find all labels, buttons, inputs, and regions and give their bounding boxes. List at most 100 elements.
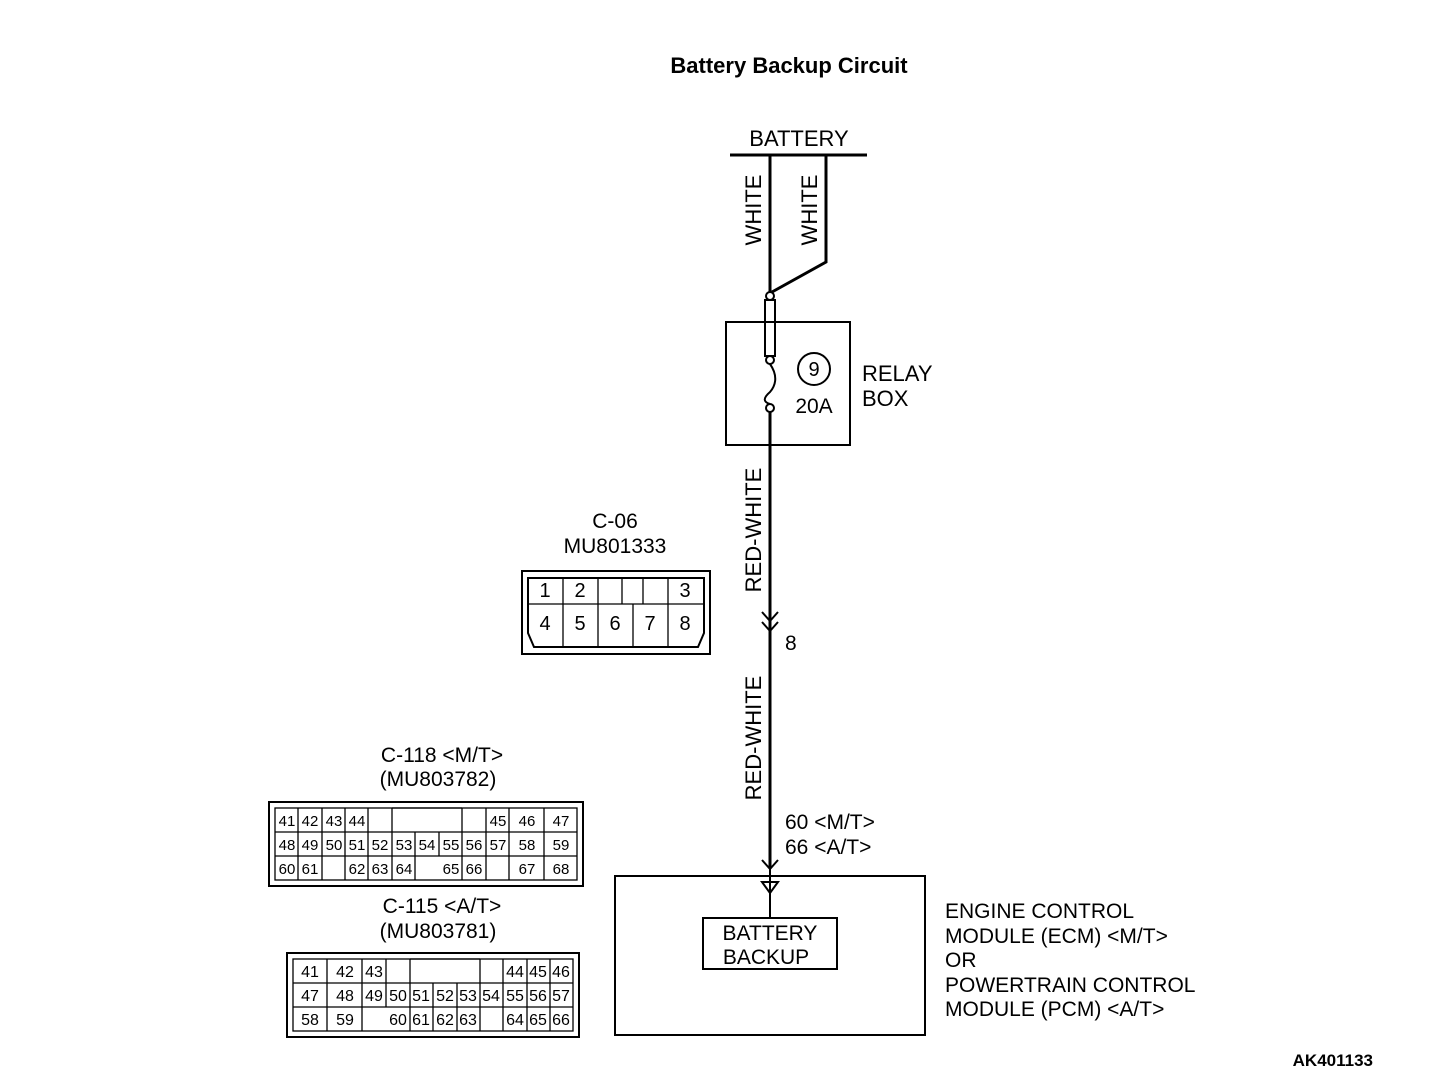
relay-box: [725, 321, 851, 446]
c118-pin: 65: [443, 861, 460, 878]
c118-cell-lines: [275, 807, 577, 880]
module-label-4: POWERTRAIN CONTROL: [945, 974, 1195, 997]
c118-pin: 64: [396, 861, 413, 878]
c115-pin: 42: [336, 964, 354, 981]
red-white-lower-label: RED-WHITE: [741, 676, 766, 801]
c115-pin: 54: [482, 988, 500, 1005]
fusible-link: [764, 299, 776, 357]
c118-pin: 46: [519, 813, 536, 830]
c118-pin: 57: [490, 837, 507, 854]
c115-pin: 62: [436, 1012, 454, 1029]
battery-label: BATTERY: [749, 126, 849, 151]
c115-cell-lines: [293, 958, 573, 1031]
c115-pin: 53: [459, 988, 477, 1005]
c118-part-number: (MU803782): [380, 768, 497, 791]
fuse-symbol: [763, 363, 777, 405]
splice-point: [765, 291, 775, 301]
c115-pin: 50: [389, 988, 407, 1005]
fuse-rating: 20A: [795, 395, 832, 418]
ecm-pin-mt: 60 <M/T>: [785, 811, 875, 834]
relay-box-label-1: RELAY: [862, 361, 933, 386]
c06-pin: 4: [539, 613, 550, 635]
c118-pin: 47: [553, 813, 570, 830]
c118-pin: 68: [553, 861, 570, 878]
c118-pin: 54: [419, 837, 436, 854]
c06-pin: 2: [574, 580, 585, 602]
fuse-terminal: [765, 403, 775, 413]
c115-pin: 59: [336, 1012, 354, 1029]
c115-pin: 52: [436, 988, 454, 1005]
white-wire-left-label: WHITE: [741, 175, 766, 246]
c06-pin: 6: [609, 613, 620, 635]
fusible-link-end: [765, 355, 775, 365]
c118-pin: 67: [519, 861, 536, 878]
c118-pin: 42: [302, 813, 319, 830]
c118-pin: 59: [553, 837, 570, 854]
c115-pin: 58: [301, 1012, 319, 1029]
c118-pin: 41: [279, 813, 296, 830]
c06-pin: 5: [574, 613, 585, 635]
fuse-number: 9: [808, 359, 819, 381]
c06-pin: 8: [679, 613, 690, 635]
c118-pin: 58: [519, 837, 536, 854]
c118-pin: 51: [349, 837, 366, 854]
ecm-pin-at: 66 <A/T>: [785, 836, 871, 859]
c06-pin: 3: [679, 580, 690, 602]
c06-inner-frame: [527, 577, 705, 648]
c118-pin: 43: [326, 813, 343, 830]
c115-pin: 46: [552, 964, 570, 981]
c118-pin: 49: [302, 837, 319, 854]
c115-pin: 47: [301, 988, 319, 1005]
white-wire-right: [771, 155, 828, 294]
c118-pin: 55: [443, 837, 460, 854]
c115-pin: 41: [301, 964, 319, 981]
battery-backup-box: [702, 917, 838, 970]
c118-pin: 61: [302, 861, 319, 878]
c118-pin: 53: [396, 837, 413, 854]
c115-name: C-115 <A/T>: [383, 895, 502, 918]
c06-part-number: MU801333: [564, 535, 667, 558]
module-label-2: MODULE (ECM) <M/T>: [945, 925, 1168, 948]
connector-mark-1: [761, 611, 779, 623]
c118-pin: 45: [490, 813, 507, 830]
c115-outer-frame: [286, 952, 580, 1038]
c118-pin: 48: [279, 837, 296, 854]
c115-pin: 48: [336, 988, 354, 1005]
c118-name: C-118 <M/T>: [381, 744, 503, 767]
relay-box-label-2: BOX: [862, 386, 909, 411]
module-input-terminal: [760, 881, 780, 895]
c118-pin: 60: [279, 861, 296, 878]
c115-pin: 43: [365, 964, 383, 981]
battery-backup-label-2: BACKUP: [723, 946, 809, 969]
battery-backup-label-1: BATTERY: [723, 922, 818, 945]
c118-pin: 50: [326, 837, 343, 854]
c118-outer-frame: [268, 801, 584, 887]
c06-cell-lines: [562, 577, 669, 647]
c06-pin: 7: [644, 613, 655, 635]
c06-name: C-06: [592, 510, 638, 533]
c115-pin: 60: [389, 1012, 407, 1029]
c115-pin: 64: [506, 1012, 524, 1029]
c115-pin: 65: [529, 1012, 547, 1029]
white-wire-right-label: WHITE: [797, 175, 822, 246]
module-label-5: MODULE (PCM) <A/T>: [945, 998, 1164, 1021]
c118-pin: 62: [349, 861, 366, 878]
c115-part-number: (MU803781): [380, 920, 497, 943]
c115-pin: 63: [459, 1012, 477, 1029]
c118-pin: 52: [372, 837, 389, 854]
c115-pin: 61: [412, 1012, 430, 1029]
c118-pin: 44: [349, 813, 366, 830]
fuse-number-circle: [797, 352, 831, 386]
c115-pin: 44: [506, 964, 524, 981]
figure-id: AK401133: [1293, 1051, 1373, 1070]
c115-pin: 66: [552, 1012, 570, 1029]
module-label-3: OR: [945, 949, 977, 972]
c118-pin: 63: [372, 861, 389, 878]
module-label-1: ENGINE CONTROL: [945, 900, 1134, 923]
red-white-upper-label: RED-WHITE: [741, 468, 766, 593]
c118-pin: 66: [466, 861, 483, 878]
c115-pin: 56: [529, 988, 547, 1005]
c118-pin: 56: [466, 837, 483, 854]
connector-pin-label: 8: [785, 632, 797, 655]
